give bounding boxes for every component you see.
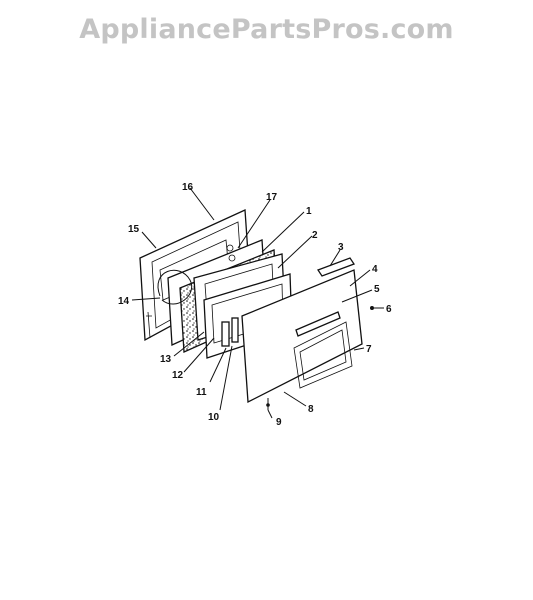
part-label-17: 17	[266, 192, 278, 203]
part-label-11: 11	[196, 387, 207, 398]
top-trim	[317, 257, 355, 277]
screw-6	[370, 306, 374, 310]
site-watermark: AppliancePartsPros.com	[79, 14, 454, 45]
part-label-8: 8	[308, 404, 314, 415]
part-label-4: 4	[372, 264, 378, 275]
part-label-16: 16	[182, 182, 194, 193]
part-label-7: 7	[366, 344, 372, 355]
part-label-15: 15	[128, 224, 140, 235]
part-label-3: 3	[338, 242, 344, 253]
part-label-1: 1	[306, 206, 312, 217]
part-label-14: 14	[118, 296, 130, 307]
window-gasket	[157, 269, 193, 305]
part-label-5: 5	[374, 284, 380, 295]
leader-lines	[131, 187, 384, 419]
screw-9	[266, 398, 270, 410]
part-label-13: 13	[160, 354, 172, 365]
part-label-2: 2	[312, 230, 318, 241]
part-label-9: 9	[276, 417, 282, 428]
window-clips	[221, 317, 239, 347]
part-label-6: 6	[386, 304, 392, 315]
outer-door-panel	[241, 269, 363, 404]
part-label-12: 12	[172, 370, 184, 381]
part-label-10: 10	[208, 412, 220, 423]
